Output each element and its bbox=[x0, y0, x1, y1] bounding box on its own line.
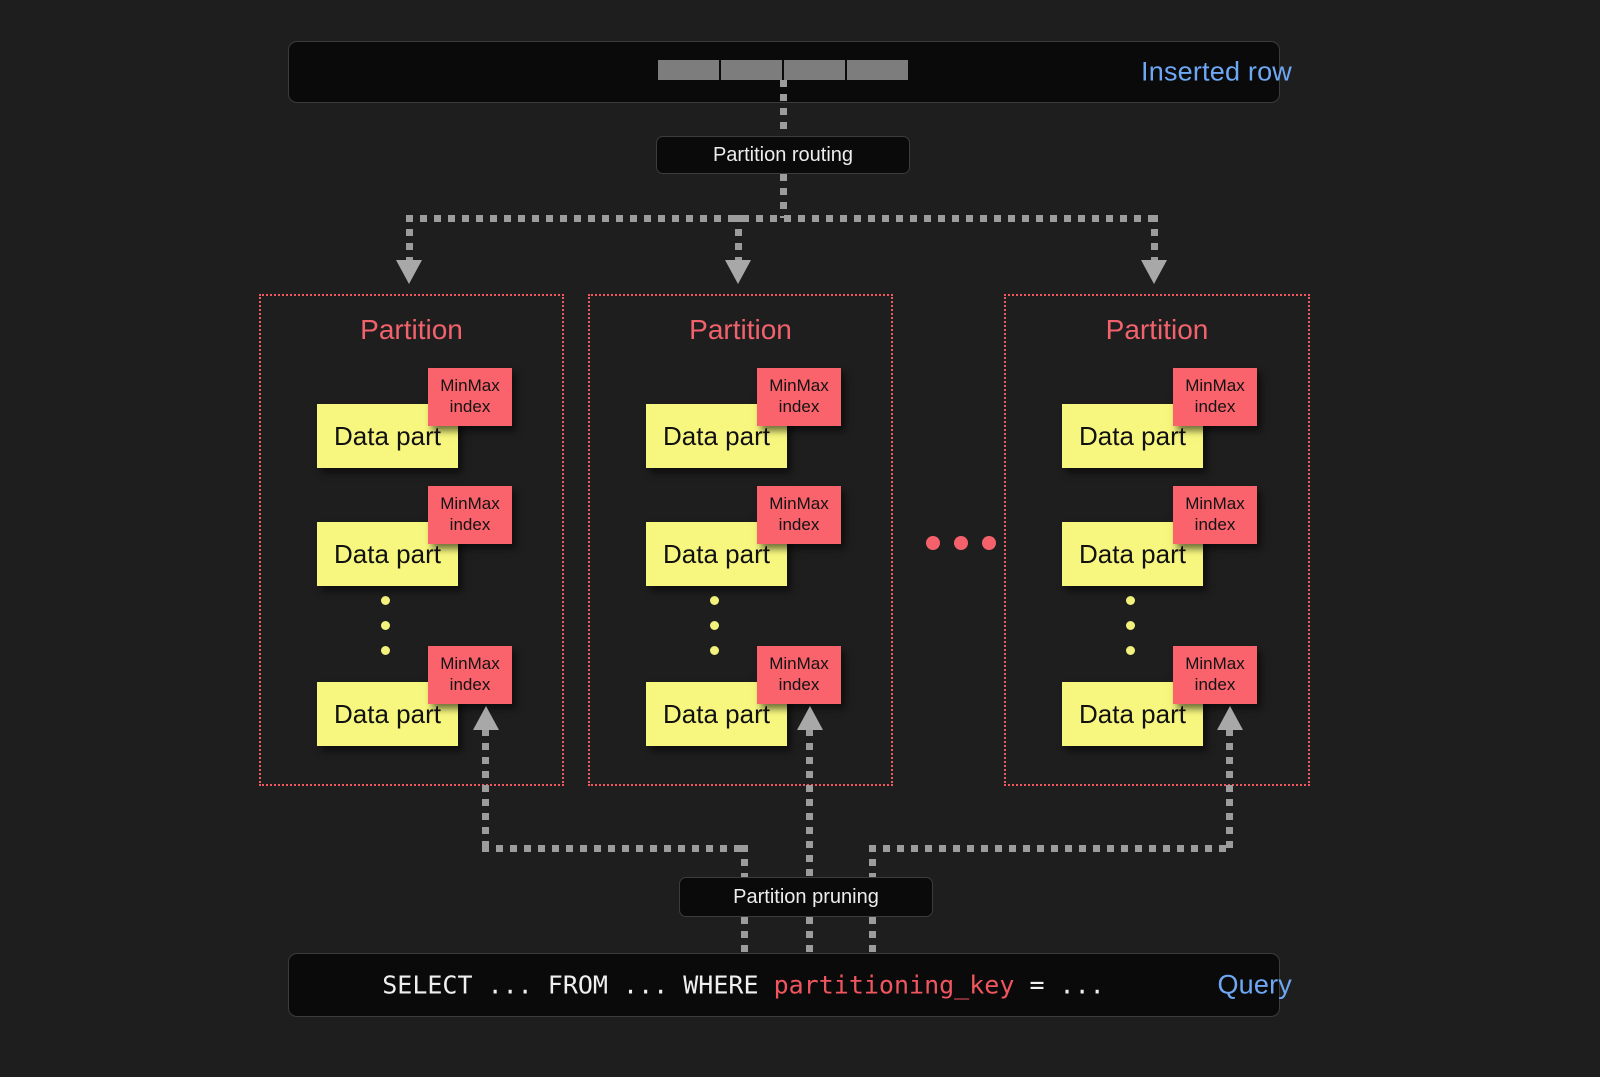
minmax-line-2: index bbox=[449, 515, 491, 534]
query-prefix: SELECT ... FROM ... WHERE bbox=[382, 970, 774, 1000]
data-part-ellipsis bbox=[381, 596, 395, 671]
minmax-index-box: MinMax index bbox=[428, 368, 512, 426]
connector-pruning-leg-3 bbox=[1226, 729, 1233, 849]
query-text: SELECT ... FROM ... WHERE partitioning_k… bbox=[322, 942, 1105, 1029]
minmax-line-1: MinMax bbox=[769, 494, 829, 514]
minmax-index-box: MinMax index bbox=[1173, 646, 1257, 704]
minmax-index-box: MinMax index bbox=[757, 486, 841, 544]
connector-pruning-bus-right bbox=[869, 845, 1233, 852]
data-part-box: Data part bbox=[317, 682, 458, 746]
minmax-line-2: index bbox=[449, 397, 491, 416]
minmax-line-1: MinMax bbox=[769, 376, 829, 396]
arrow-from-pruning-to-partition-2 bbox=[797, 706, 823, 730]
connector-bus-to-partition-2 bbox=[735, 215, 742, 263]
minmax-index-box: MinMax index bbox=[757, 368, 841, 426]
minmax-index-box: MinMax index bbox=[757, 646, 841, 704]
connector-bus-to-partition-3 bbox=[1151, 215, 1158, 263]
query-partitioning-key: partitioning_key bbox=[773, 970, 1015, 1000]
minmax-line-1: MinMax bbox=[440, 654, 500, 674]
minmax-line-2: index bbox=[1194, 515, 1236, 534]
row-cell bbox=[847, 60, 908, 80]
query-suffix: = ... bbox=[1014, 970, 1105, 1000]
minmax-line-1: MinMax bbox=[1185, 494, 1245, 514]
minmax-line-2: index bbox=[1194, 397, 1236, 416]
minmax-line-1: MinMax bbox=[440, 494, 500, 514]
minmax-line-2: index bbox=[778, 515, 820, 534]
minmax-index-box: MinMax index bbox=[428, 646, 512, 704]
partition-title: Partition bbox=[1105, 314, 1209, 345]
minmax-index-box: MinMax index bbox=[1173, 368, 1257, 426]
arrow-from-pruning-to-partition-3 bbox=[1217, 706, 1243, 730]
inserted-row-cells bbox=[658, 60, 908, 80]
data-part-row: MinMax index Data part bbox=[261, 368, 562, 478]
row-cell bbox=[721, 60, 782, 80]
data-part-row: MinMax index Data part bbox=[261, 646, 562, 756]
partition-routing-label: Partition routing bbox=[656, 136, 910, 174]
connector-pruning-leg-2 bbox=[806, 729, 813, 883]
data-part-row: MinMax index Data part bbox=[1006, 486, 1308, 596]
ellipsis-dot bbox=[954, 536, 968, 550]
minmax-line-2: index bbox=[778, 397, 820, 416]
data-part-row: MinMax index Data part bbox=[590, 646, 891, 756]
data-part-ellipsis bbox=[1126, 596, 1140, 671]
partition-title: Partition bbox=[689, 314, 792, 345]
connector-pruning-bus-left-drop bbox=[741, 845, 748, 883]
arrow-into-partition-3 bbox=[1141, 260, 1167, 284]
query-bar bbox=[288, 953, 1280, 1017]
connector-row-to-routing bbox=[780, 80, 787, 138]
partitions-ellipsis bbox=[926, 536, 996, 550]
partition-box-3: Partition MinMax index Data part MinMax … bbox=[1004, 294, 1310, 786]
data-part-row: MinMax index Data part bbox=[590, 486, 891, 596]
partition-pruning-label: Partition pruning bbox=[679, 877, 933, 917]
minmax-line-1: MinMax bbox=[769, 654, 829, 674]
minmax-line-2: index bbox=[449, 675, 491, 694]
minmax-index-box: MinMax index bbox=[428, 486, 512, 544]
partition-box-1: Partition MinMax index Data part MinMax … bbox=[259, 294, 564, 786]
connector-pruning-bus-right-drop bbox=[869, 845, 876, 883]
arrow-from-pruning-to-partition-1 bbox=[473, 706, 499, 730]
arrow-into-partition-1 bbox=[396, 260, 422, 284]
data-part-row: MinMax index Data part bbox=[261, 486, 562, 596]
connector-pruning-to-query-2 bbox=[806, 917, 813, 953]
minmax-line-1: MinMax bbox=[1185, 376, 1245, 396]
data-part-box: Data part bbox=[1062, 522, 1203, 586]
ellipsis-dot bbox=[926, 536, 940, 550]
data-part-row: MinMax index Data part bbox=[1006, 368, 1308, 478]
data-part-box: Data part bbox=[1062, 404, 1203, 468]
row-cell bbox=[784, 60, 845, 80]
connector-pruning-to-query-3 bbox=[869, 917, 876, 953]
inserted-row-label: Inserted row bbox=[1141, 56, 1292, 87]
minmax-line-1: MinMax bbox=[1185, 654, 1245, 674]
connector-routing-to-bus bbox=[780, 174, 787, 218]
row-cell bbox=[658, 60, 719, 80]
data-part-row: MinMax index Data part bbox=[1006, 646, 1308, 756]
data-part-row: MinMax index Data part bbox=[590, 368, 891, 478]
arrow-into-partition-2 bbox=[725, 260, 751, 284]
query-label: Query bbox=[1217, 969, 1292, 1000]
ellipsis-dot bbox=[982, 536, 996, 550]
connector-pruning-bus-left bbox=[482, 845, 747, 852]
minmax-line-2: index bbox=[1194, 675, 1236, 694]
data-part-ellipsis bbox=[710, 596, 724, 671]
connector-pruning-leg-1 bbox=[482, 729, 489, 849]
minmax-index-box: MinMax index bbox=[1173, 486, 1257, 544]
minmax-line-2: index bbox=[778, 675, 820, 694]
connector-pruning-to-query-1 bbox=[741, 917, 748, 953]
partition-title: Partition bbox=[360, 314, 463, 345]
partition-box-2: Partition MinMax index Data part MinMax … bbox=[588, 294, 893, 786]
connector-bus-to-partition-1 bbox=[406, 215, 413, 263]
minmax-line-1: MinMax bbox=[440, 376, 500, 396]
routing-fanout-bus bbox=[406, 215, 1158, 222]
